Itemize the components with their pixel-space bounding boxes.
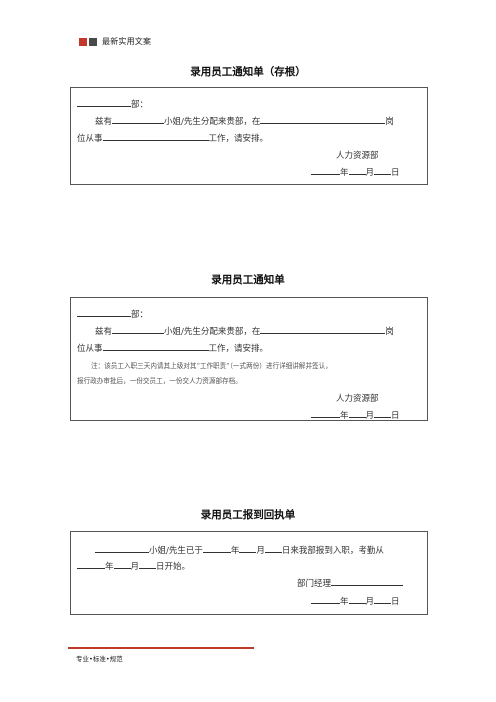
l2-end: 岗 bbox=[385, 327, 394, 337]
note-line-1: 注：该员工入职三天内请其上级对其“工作职责”（一式两份）进行详细讲解并签认， bbox=[91, 362, 332, 370]
day-blank[interactable] bbox=[264, 543, 282, 553]
header-brand: 最新实用文案 bbox=[102, 37, 152, 46]
month-label: 月 bbox=[365, 168, 375, 178]
day-label: 日 bbox=[391, 411, 400, 421]
day-label: 日 bbox=[391, 168, 400, 178]
l2-end: 岗 bbox=[385, 117, 394, 127]
manager-label: 部门经理 bbox=[297, 579, 332, 589]
manager-blank[interactable] bbox=[331, 576, 404, 586]
dept-suffix: 部： bbox=[131, 100, 149, 110]
year-blank[interactable] bbox=[311, 408, 340, 418]
l1-a: 小姐/先生已于 bbox=[149, 546, 203, 556]
month-blank[interactable] bbox=[348, 408, 366, 418]
signer: 人力资源部 bbox=[336, 394, 379, 404]
l1-b: 日来我部报到入职，考勤从 bbox=[281, 546, 384, 556]
l2-c: 日开始。 bbox=[156, 562, 191, 572]
month-blank[interactable] bbox=[239, 543, 257, 553]
month-blank[interactable] bbox=[113, 559, 131, 569]
logo-square-red bbox=[79, 37, 87, 46]
name-blank[interactable] bbox=[112, 114, 165, 124]
l1-year: 年 bbox=[230, 546, 240, 556]
name-blank[interactable] bbox=[95, 543, 149, 553]
page-header: 最新实用文案 bbox=[79, 36, 151, 47]
l3-suffix: 工作，请安排。 bbox=[208, 344, 269, 354]
l3-suffix: 工作，请安排。 bbox=[208, 134, 269, 144]
signer: 人力资源部 bbox=[336, 151, 379, 161]
day-blank[interactable] bbox=[374, 594, 392, 604]
form1-box: 部： 兹有 小姐/先生分配来贵部，在 岗 位从事 工作，请安排。 人力资源部 年 月 日 bbox=[70, 87, 428, 185]
name-blank[interactable] bbox=[112, 324, 165, 334]
l2-year: 年 bbox=[105, 562, 114, 572]
day-label: 日 bbox=[391, 597, 400, 607]
dept-suffix: 部： bbox=[131, 310, 149, 320]
l3-prefix: 位从事 bbox=[77, 134, 103, 144]
year-label: 年 bbox=[340, 597, 349, 607]
post-blank[interactable] bbox=[260, 324, 386, 334]
month-blank[interactable] bbox=[348, 165, 366, 175]
footer-tagline: 专业•标准•规范 bbox=[76, 655, 123, 663]
form2-title: 录用员工通知单 bbox=[211, 274, 285, 286]
form1-title: 录用员工通知单（存根） bbox=[190, 66, 306, 78]
work-blank[interactable] bbox=[102, 131, 209, 141]
year-label: 年 bbox=[340, 411, 349, 421]
form3-box: 小姐/先生已于年月日来我部报到入职，考勤从 年月日开始。 部门经理 年月日 bbox=[70, 531, 428, 615]
month-label: 月 bbox=[365, 411, 375, 421]
l2-prefix: 兹有 bbox=[95, 117, 113, 127]
year-blank[interactable] bbox=[311, 165, 340, 175]
year-blank[interactable] bbox=[311, 594, 340, 604]
l2-mid: 小姐/先生分配来贵部，在 bbox=[164, 327, 261, 337]
day-blank[interactable] bbox=[374, 408, 392, 418]
dept-blank[interactable] bbox=[77, 307, 131, 317]
year-blank[interactable] bbox=[202, 543, 231, 553]
footer-bar bbox=[68, 647, 254, 649]
l2-month: 月 bbox=[130, 562, 140, 572]
l2-mid: 小姐/先生分配来贵部，在 bbox=[164, 117, 261, 127]
dept-blank[interactable] bbox=[77, 97, 131, 107]
note-line-2: 报行政办审批后，一份交员工，一份交人力资源部存档。 bbox=[77, 377, 242, 385]
post-blank[interactable] bbox=[260, 114, 386, 124]
month-label: 月 bbox=[365, 597, 375, 607]
day-blank[interactable] bbox=[139, 559, 157, 569]
l2-prefix: 兹有 bbox=[95, 327, 113, 337]
work-blank[interactable] bbox=[102, 341, 209, 351]
form2-box: 部： 兹有 小姐/先生分配来贵部，在 岗 位从事 工作，请安排。 注：该员工入职三天内… bbox=[70, 297, 428, 421]
logo-square-dark bbox=[89, 37, 97, 46]
day-blank[interactable] bbox=[374, 165, 392, 175]
year-label: 年 bbox=[340, 168, 349, 178]
year-blank[interactable] bbox=[77, 559, 105, 569]
l1-month: 月 bbox=[256, 546, 265, 556]
month-blank[interactable] bbox=[348, 594, 366, 604]
form3-title: 录用员工报到回执单 bbox=[200, 509, 296, 521]
l3-prefix: 位从事 bbox=[77, 344, 103, 354]
